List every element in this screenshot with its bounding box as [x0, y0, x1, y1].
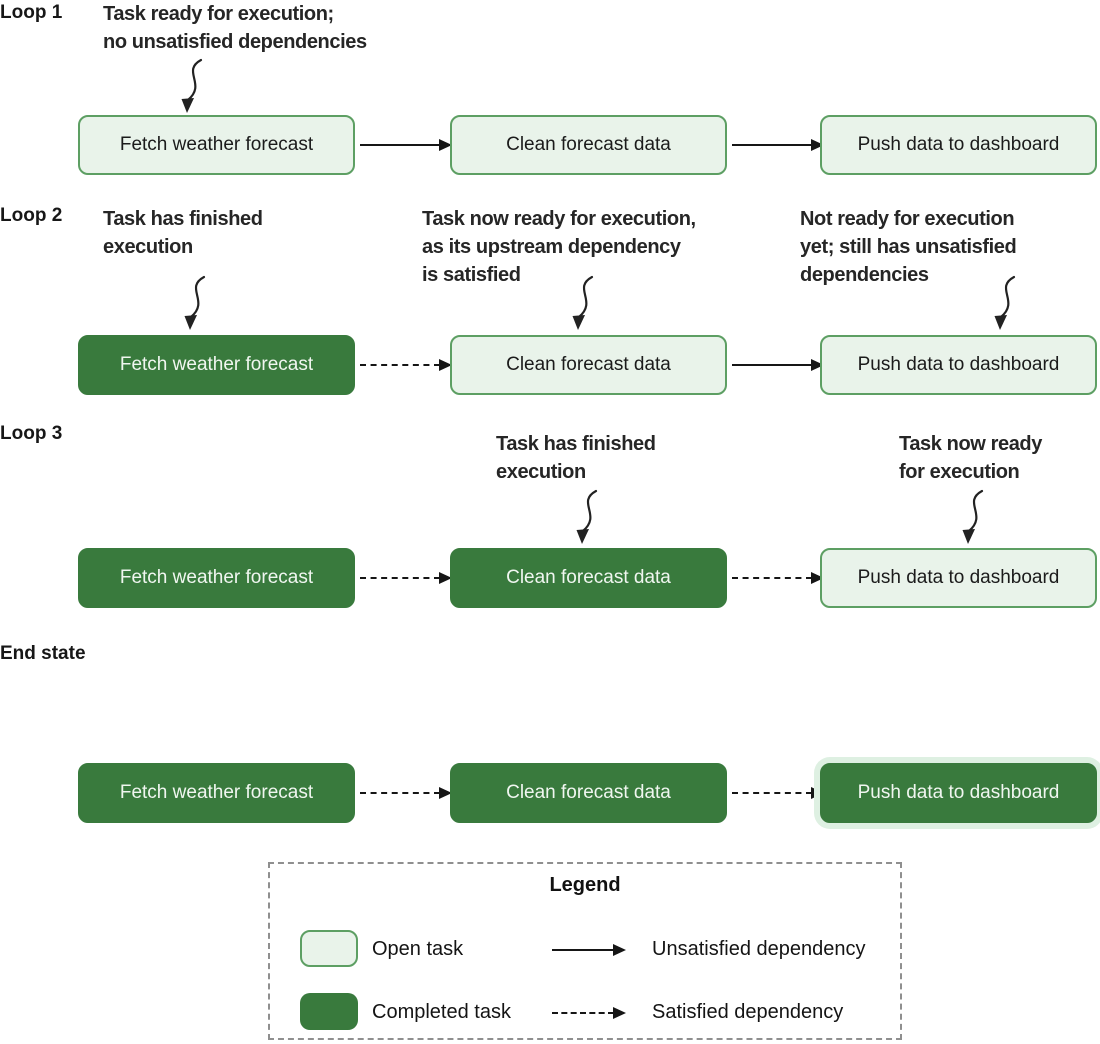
end-state-label: End state	[0, 643, 86, 664]
loop-2-annotation-not-ready: Not ready for execution yet; still has u…	[800, 208, 1017, 286]
curved-arrow-icon	[180, 58, 203, 115]
completed-task-swatch	[300, 993, 358, 1030]
curved-arrow-icon	[575, 489, 598, 546]
curved-arrow-icon	[961, 489, 984, 546]
curved-arrow-icon	[571, 275, 594, 332]
loop-3-label: Loop 3	[0, 423, 63, 444]
task-box-push-data-to-dashboard: Push data to dashboard	[820, 115, 1097, 175]
legend-dashed-arrow	[552, 1007, 626, 1019]
task-box-push-data-to-dashboard: Push data to dashboard	[820, 335, 1097, 395]
dependency-arrow-dashed	[360, 359, 452, 371]
dependency-arrow-dashed	[360, 787, 452, 799]
curved-arrow-icon	[183, 275, 206, 332]
task-box-push-data-to-dashboard: Push data to dashboard	[820, 763, 1097, 823]
dependency-arrow-solid	[732, 139, 824, 151]
task-box-clean-forecast-data: Clean forecast data	[450, 763, 727, 823]
loop-2-annotation-now-ready: Task now ready for execution, as its ups…	[422, 208, 696, 286]
loop-2-annotation-finished: Task has finished execution	[103, 208, 263, 258]
task-box-fetch-weather-forecast: Fetch weather forecast	[78, 115, 355, 175]
dependency-arrow-dashed	[732, 787, 824, 799]
loop-3-annotation-now-ready: Task now ready for execution	[899, 433, 1042, 483]
loop-2-label: Loop 2	[0, 205, 63, 226]
legend-solid-arrow	[552, 944, 626, 956]
open-task-swatch	[300, 930, 358, 967]
task-box-clean-forecast-data: Clean forecast data	[450, 335, 727, 395]
legend-title: Legend	[549, 874, 621, 896]
loop-1-label: Loop 1	[0, 2, 63, 23]
legend-box: Legend Open task Unsatisfied dependency …	[268, 862, 902, 1040]
dependency-arrow-solid	[360, 139, 452, 151]
task-box-fetch-weather-forecast: Fetch weather forecast	[78, 335, 355, 395]
task-box-fetch-weather-forecast: Fetch weather forecast	[78, 548, 355, 608]
task-box-push-data-to-dashboard: Push data to dashboard	[820, 548, 1097, 608]
dependency-arrow-dashed	[732, 572, 824, 584]
task-box-fetch-weather-forecast: Fetch weather forecast	[78, 763, 355, 823]
dependency-arrow-dashed	[360, 572, 452, 584]
legend-completed-task-label: Completed task	[372, 1001, 511, 1023]
legend-open-task-label: Open task	[372, 938, 464, 960]
legend-satisfied-label: Satisfied dependency	[652, 1001, 844, 1023]
curved-arrow-icon	[993, 275, 1016, 332]
task-box-clean-forecast-data: Clean forecast data	[450, 115, 727, 175]
legend-unsatisfied-label: Unsatisfied dependency	[652, 938, 866, 960]
dependency-arrow-solid	[732, 359, 824, 371]
loop-1-annotation: Task ready for execution; no unsatisfied…	[103, 3, 367, 53]
task-box-clean-forecast-data: Clean forecast data	[450, 548, 727, 608]
loop-3-annotation-finished: Task has finished execution	[496, 433, 656, 483]
